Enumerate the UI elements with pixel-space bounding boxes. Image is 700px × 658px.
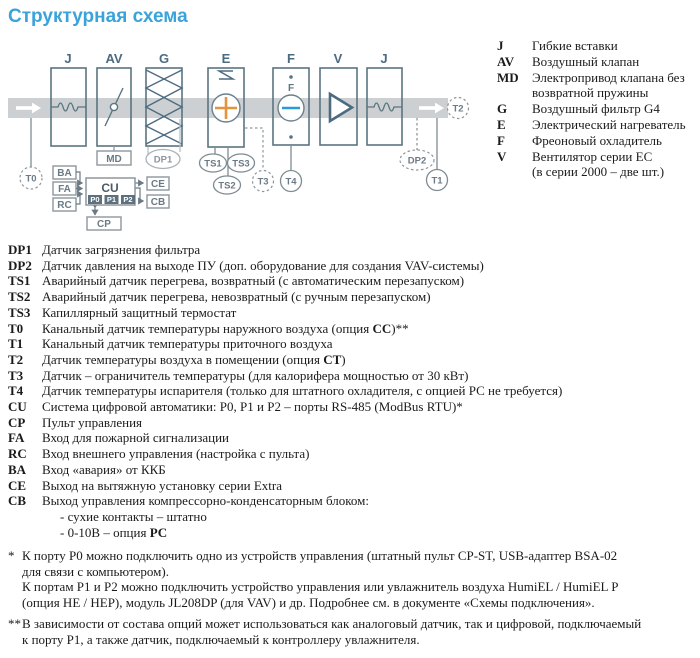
freon-cooler-box: F xyxy=(272,67,310,146)
svg-text:RC: RC xyxy=(57,200,71,211)
sensor-t3: T3 xyxy=(245,127,275,193)
md-label: MD xyxy=(106,154,122,165)
svg-text:CE: CE xyxy=(151,179,165,190)
heater-zigzag-icon xyxy=(216,70,236,80)
sensor-dp2: DP2 xyxy=(399,118,435,171)
sensor-t1: T1 xyxy=(425,118,449,192)
sensor-t4: T4 xyxy=(279,145,303,193)
port-p0 xyxy=(88,195,102,204)
svg-text:TS1: TS1 xyxy=(204,159,222,170)
electric-heater-box xyxy=(207,67,245,148)
svg-text:BA: BA xyxy=(57,168,71,179)
svg-text:TS3: TS3 xyxy=(232,159,249,170)
flexible-insert-right-box xyxy=(366,67,403,146)
output-ce-box: CE xyxy=(146,176,170,191)
sensor-dp1: DP1 xyxy=(145,119,181,170)
flexible-insert-left-box xyxy=(50,67,87,147)
svg-text:P1: P1 xyxy=(107,195,116,204)
sensor-t0: T0 xyxy=(19,118,43,190)
svg-text:CU: CU xyxy=(101,181,118,195)
svg-text:T1: T1 xyxy=(431,176,443,187)
port-p1 xyxy=(104,195,119,204)
fan-box xyxy=(319,67,358,146)
ahu-structural-diagram: J AV G E F V J xyxy=(8,51,470,231)
cooler-f-label: F xyxy=(288,83,294,94)
list-subitem: - сухие контакты – штатно xyxy=(60,508,207,524)
svg-text:CP: CP xyxy=(97,219,111,230)
label-av: AV xyxy=(105,51,122,66)
label-e: E xyxy=(222,51,231,66)
svg-text:DP1: DP1 xyxy=(154,155,173,166)
filter-box xyxy=(144,67,184,147)
sensor-ts1: TS1 xyxy=(198,153,228,173)
heater-plus-icon xyxy=(215,97,237,119)
label-v: V xyxy=(334,51,343,66)
list-subitem: - 0-10В – опция РС xyxy=(60,524,168,540)
footnote-double-asterisk: ** В зависимости от состава опций может … xyxy=(8,616,642,647)
svg-text:TS2: TS2 xyxy=(218,181,235,192)
sensor-ts3: TS3 xyxy=(226,153,256,173)
label-f: F xyxy=(287,51,295,66)
port-p2 xyxy=(121,195,135,204)
svg-text:P0: P0 xyxy=(90,195,99,204)
airflow-outlet-arrow-icon xyxy=(419,102,444,114)
input-fa-box: FA xyxy=(52,181,77,196)
svg-text:P2: P2 xyxy=(123,195,132,204)
fan-triangle-icon xyxy=(328,91,355,124)
svg-text:FA: FA xyxy=(58,184,71,195)
svg-text:T2: T2 xyxy=(452,104,463,115)
sensor-ts2: TS2 xyxy=(212,175,242,195)
svg-text:T3: T3 xyxy=(257,177,268,188)
control-panel-cp-box: CP xyxy=(86,216,122,231)
input-ba-box: BA xyxy=(52,165,77,180)
output-cb-box: CB xyxy=(146,194,170,209)
footnote-single-asterisk: * К порту Р0 можно подключить одно из ус… xyxy=(8,548,619,610)
svg-text:DP2: DP2 xyxy=(408,156,426,167)
controller-cu-box: CU P0 P1 P2 xyxy=(85,177,136,206)
label-j1: J xyxy=(64,51,71,66)
airflow-inlet-arrow-icon xyxy=(16,102,41,114)
sensor-t2: T2 xyxy=(446,96,470,120)
label-j2: J xyxy=(380,51,387,66)
svg-text:T4: T4 xyxy=(285,177,297,188)
svg-text:T0: T0 xyxy=(25,174,36,185)
input-rc-box: RC xyxy=(52,197,77,212)
svg-text:CB: CB xyxy=(151,197,165,208)
page-title: Структурная схема xyxy=(8,6,188,27)
label-g: G xyxy=(159,51,169,66)
damper-actuator-box: MD xyxy=(96,150,132,166)
